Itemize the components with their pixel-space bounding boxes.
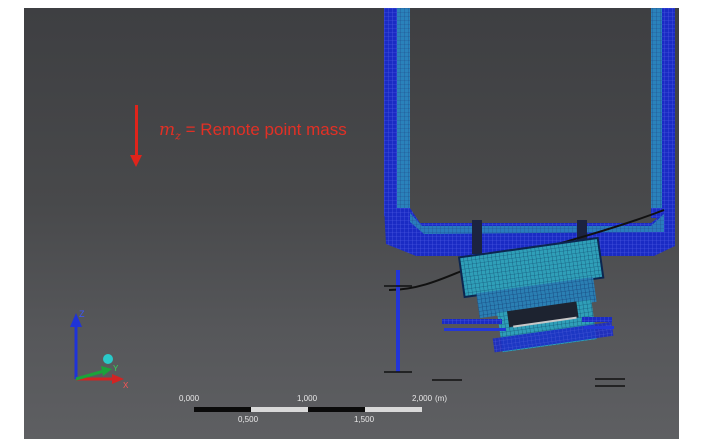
scale-segment-2 [251,407,308,412]
y-axis-arrow [75,369,105,381]
scale-bar: 0,000 1,000 2,000 (m) 0,500 1,500 [179,394,459,434]
graphics-viewport[interactable]: mz = Remote point mass Z X Y 0,000 1,000… [24,8,679,439]
tilted-housing [457,236,614,353]
scale-segment-3 [308,407,365,412]
scale-segment-4 [365,407,422,412]
scale-label-bottom-0: 0,500 [238,415,259,424]
scale-label-top-1: 1,000 [297,394,318,403]
annotation-label: mz = Remote point mass [159,120,347,143]
y-axis-label: Y [113,364,119,373]
x-axis-label: X [123,381,129,390]
scale-label-top-0: 0,000 [179,394,200,403]
scale-label-bottom-1: 1,500 [354,415,375,424]
arrow-down-icon [135,105,138,157]
scale-unit: (m) [435,394,447,403]
remote-point-rod [396,270,400,372]
scale-label-top-2: 2,000 [412,394,433,403]
scale-segment-1 [194,407,251,412]
triad-origin-sphere-icon [103,354,113,364]
fea-mesh-model[interactable] [24,8,679,439]
coordinate-triad[interactable]: Z X Y [56,303,136,393]
z-axis-label: Z [79,309,85,319]
